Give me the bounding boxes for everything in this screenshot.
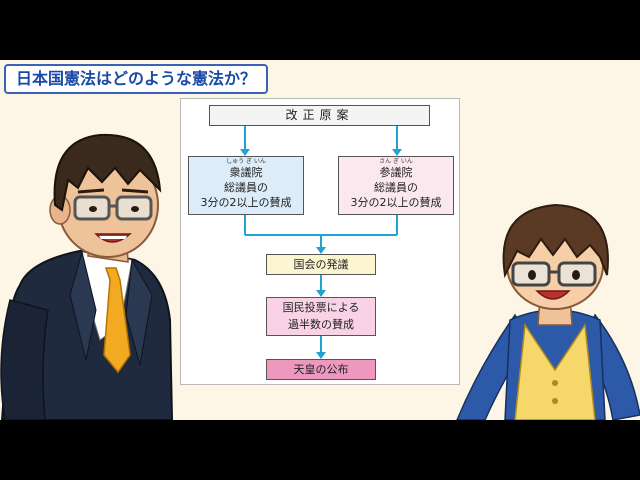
house-of-councillors-line2: 総議員の [374, 181, 418, 194]
house-of-representatives-box: しゅう ぎ いん 衆議院 総議員の 3分の2以上の賛成 [188, 156, 304, 215]
flowchart-panel: 改正原案 しゅう ぎ いん 衆議院 総議員の 3分の2以上の賛成 さん ぎ いん… [180, 98, 460, 385]
house-of-councillors-name: 参議院 [379, 166, 413, 179]
national-referendum-box: 国民投票による 過半数の賛成 [266, 297, 376, 336]
diet-initiation-box: 国会の発議 [266, 254, 376, 275]
amendment-proposal-box: 改正原案 [209, 105, 430, 126]
national-referendum-line2: 過半数の賛成 [288, 318, 354, 331]
student-character-illustration [456, 203, 640, 420]
page-title: 日本国憲法はどのような憲法か？ [4, 64, 269, 94]
video-frame: 日本国憲法はどのような憲法か？ [0, 60, 640, 420]
house-of-representatives-line2: 総議員の [224, 181, 268, 194]
national-referendum-line1: 国民投票による [282, 301, 360, 314]
house-of-councillors-ruby: さん ぎ いん [379, 158, 413, 165]
house-of-representatives-line3: 3分の2以上の賛成 [200, 196, 292, 209]
house-of-councillors-box: さん ぎ いん 参議院 総議員の 3分の2以上の賛成 [338, 156, 454, 215]
house-of-representatives-ruby: しゅう ぎ いん [226, 158, 266, 165]
house-of-councillors-line3: 3分の2以上の賛成 [350, 196, 442, 209]
emperor-promulgation-box: 天皇の公布 [266, 359, 376, 380]
teacher-character-illustration [0, 133, 174, 420]
flowchart-arrows [240, 126, 402, 359]
house-of-representatives-name: 衆議院 [229, 166, 263, 179]
